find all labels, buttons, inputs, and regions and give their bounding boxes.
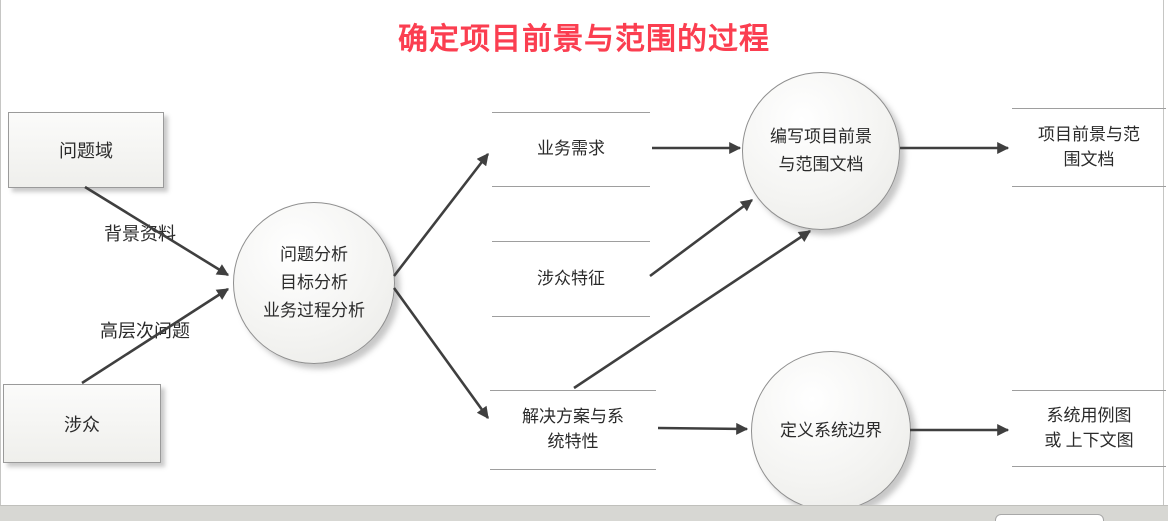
process-write-doc-label: 编写项目前景 与范围文档 <box>770 126 872 174</box>
store-solution-features-label: 解决方案与系 统特性 <box>522 407 624 451</box>
page-border-right <box>1163 0 1164 506</box>
process-define-boundary-label: 定义系统边界 <box>780 420 882 440</box>
flow-label-background-material: 背景资料 <box>104 224 176 244</box>
entity-stakeholders-label: 涉众 <box>64 414 100 435</box>
store-solution-features[interactable]: 解决方案与系 统特性 <box>490 390 656 470</box>
edge-stakeholder-traits-to-write-doc <box>649 198 753 278</box>
bottom-scroll-strip[interactable] <box>0 505 1168 521</box>
entity-stakeholders[interactable]: 涉众 <box>3 384 161 463</box>
store-business-requirements-label: 业务需求 <box>537 139 605 159</box>
process-analysis-label: 问题分析 目标分析 业务过程分析 <box>263 244 365 321</box>
store-stakeholder-traits[interactable]: 涉众特征 <box>492 241 650 317</box>
process-write-doc[interactable]: 编写项目前景 与范围文档 <box>742 72 900 230</box>
page-title: 确定项目前景与范围的过程 <box>398 23 770 56</box>
flow-label-high-level-problems: 高层次问题 <box>100 321 190 341</box>
store-use-case-diagram[interactable]: 系统用例图 或 上下文图 <box>1012 390 1166 467</box>
store-business-requirements[interactable]: 业务需求 <box>492 112 650 187</box>
edge-solution-features-to-define-boundary <box>657 422 749 435</box>
edge-analysis-to-solution-features <box>392 287 490 419</box>
store-use-case-diagram-label: 系统用例图 或 上下文图 <box>1044 405 1134 450</box>
partial-shape-bottom-right <box>995 514 1104 521</box>
page-border-left <box>0 0 1 506</box>
entity-problem-domain[interactable]: 问题域 <box>8 112 164 188</box>
edge-analysis-to-business-requirements <box>392 153 490 277</box>
process-define-boundary[interactable]: 定义系统边界 <box>751 351 911 511</box>
store-vision-scope-doc-label: 项目前景与范 围文档 <box>1038 124 1140 169</box>
process-analysis[interactable]: 问题分析 目标分析 业务过程分析 <box>233 202 395 364</box>
store-vision-scope-doc[interactable]: 项目前景与范 围文档 <box>1012 108 1166 187</box>
store-stakeholder-traits-label: 涉众特征 <box>537 268 605 288</box>
entity-problem-domain-label: 问题域 <box>59 141 113 161</box>
